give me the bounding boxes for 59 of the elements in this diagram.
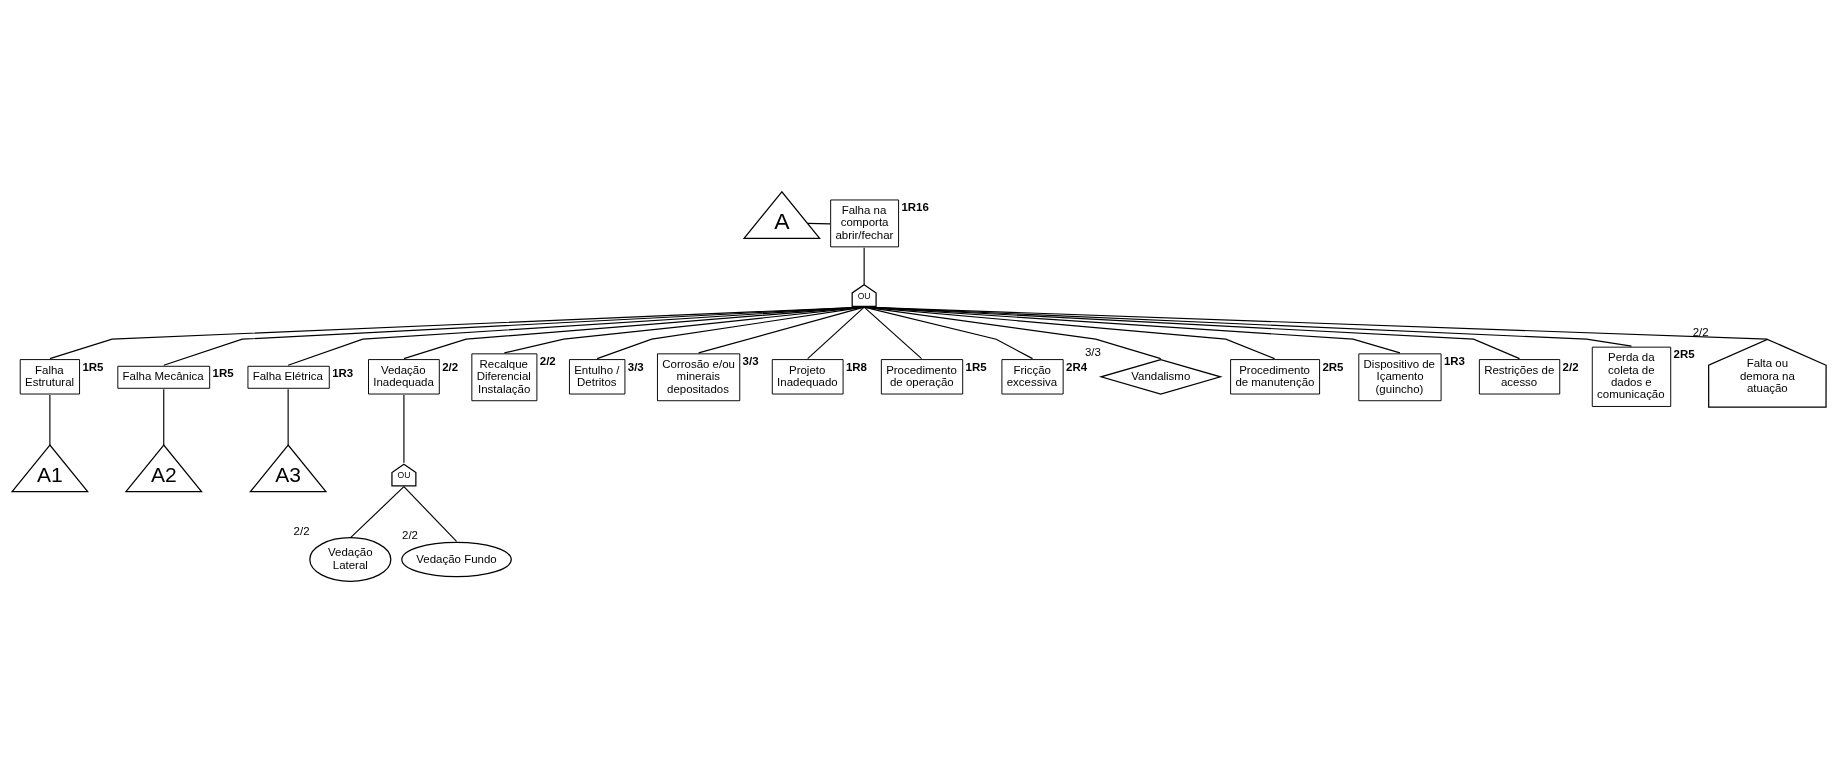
connector bbox=[863, 306, 1034, 360]
connector bbox=[49, 394, 51, 446]
node-box: Recalque Diferencial Instalação bbox=[471, 353, 538, 402]
connector bbox=[863, 306, 1521, 360]
connector bbox=[698, 306, 865, 354]
node-box: Falha Mecânica bbox=[117, 365, 211, 389]
node-diamond: Vandalismo bbox=[1098, 358, 1223, 395]
node-box: Procedimento de manutenção bbox=[1230, 359, 1321, 395]
node-box: Dispositivo de Içamento (guincho) bbox=[1358, 353, 1442, 402]
connector bbox=[503, 306, 865, 354]
node-label: 2/2 bbox=[442, 360, 459, 373]
node-label: 2/2 bbox=[293, 524, 310, 537]
connector bbox=[807, 306, 865, 360]
node-label: 2R5 bbox=[1673, 348, 1695, 361]
connector bbox=[863, 306, 1768, 340]
node-label: 1R3 bbox=[1443, 354, 1466, 367]
node-box: Perda da coleta de dados e comunicação bbox=[1591, 346, 1672, 407]
connector bbox=[403, 394, 405, 464]
node-label: 1R3 bbox=[332, 367, 354, 380]
connector bbox=[863, 247, 865, 286]
node-label: 1R5 bbox=[212, 367, 234, 380]
node-label: 2/2 bbox=[402, 529, 419, 542]
node-label: 2/2 bbox=[1692, 325, 1709, 338]
node-box: Fricção excessiva bbox=[1001, 359, 1064, 395]
connector bbox=[863, 306, 1162, 360]
node-label: 1R8 bbox=[845, 360, 867, 373]
connector bbox=[403, 306, 865, 360]
node-label: 2/2 bbox=[539, 354, 556, 367]
connector bbox=[807, 222, 831, 225]
connector bbox=[163, 388, 165, 446]
node-box: Procedimento de operação bbox=[880, 359, 964, 395]
node-box: Falha Elétrica bbox=[247, 365, 330, 389]
connector bbox=[596, 306, 865, 360]
connector bbox=[863, 306, 1276, 360]
node-box: Vedação Inadequada bbox=[368, 359, 440, 395]
node-box: Restrições de acesso bbox=[1478, 359, 1561, 395]
node-label: 1R5 bbox=[965, 360, 987, 373]
node-box: Entulho / Detritos bbox=[568, 359, 626, 395]
node-label: 1R16 bbox=[901, 201, 929, 214]
connector bbox=[349, 486, 405, 539]
node-label: 3/3 bbox=[742, 354, 759, 367]
node-label: 2R5 bbox=[1322, 360, 1344, 373]
connector bbox=[863, 306, 923, 360]
node-box: Corrosão e/ou minerais depositados bbox=[657, 353, 741, 402]
node-label: 3/3 bbox=[1084, 346, 1101, 359]
node-box: Projeto Inadequado bbox=[771, 359, 844, 395]
node-label: 2/2 bbox=[1562, 360, 1579, 373]
node-box: Falha Estrutural bbox=[19, 359, 81, 395]
connector bbox=[287, 388, 289, 446]
connector bbox=[287, 306, 865, 366]
node-label: 3/3 bbox=[627, 360, 644, 373]
connector bbox=[163, 306, 865, 366]
node-ellipse: Vedação Lateral bbox=[309, 537, 392, 582]
node-label: 1R5 bbox=[82, 360, 104, 373]
node-ellipse: Vedação Fundo bbox=[401, 541, 512, 578]
connector bbox=[49, 306, 865, 360]
connector bbox=[403, 486, 458, 542]
node-label: 2R4 bbox=[1066, 360, 1088, 373]
node-box: Falha na comporta abrir/fechar bbox=[830, 199, 900, 248]
